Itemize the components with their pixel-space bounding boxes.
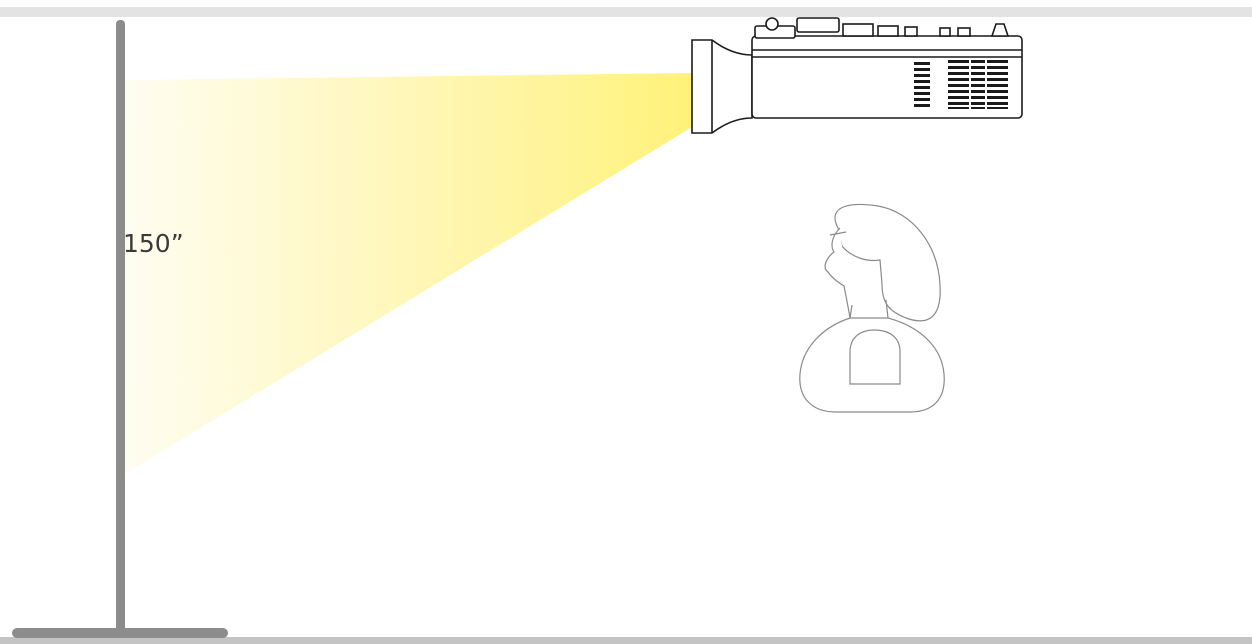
screen-stand xyxy=(12,20,228,638)
light-beam xyxy=(125,73,692,474)
projector-icon xyxy=(691,17,1023,134)
floor-line xyxy=(0,637,1252,644)
projector-vents xyxy=(914,60,1008,109)
screen-pole xyxy=(116,20,125,634)
ceiling-line xyxy=(0,7,1252,17)
person-silhouette-icon xyxy=(799,203,945,413)
screen-size-label: 150” xyxy=(123,229,184,258)
screen-base xyxy=(12,628,228,638)
